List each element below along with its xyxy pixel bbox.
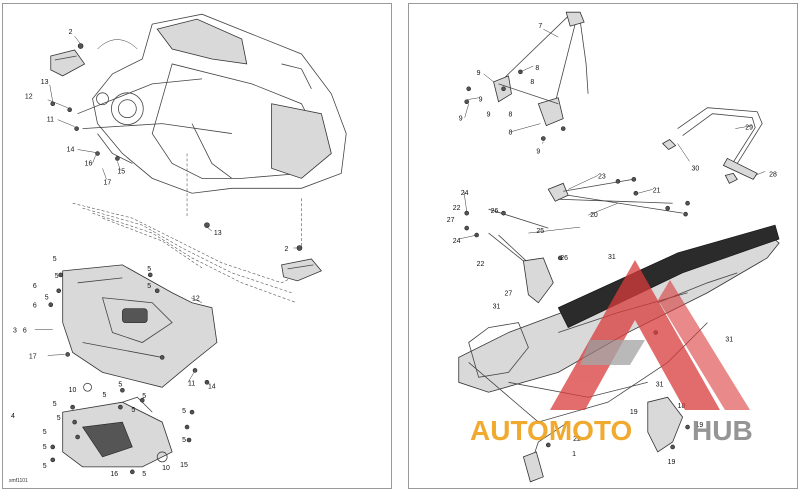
callout-17: 17	[29, 353, 37, 360]
callout-5: 5	[53, 256, 57, 263]
callout-labels: 2 13 12 11 14 16 15 17 13 2 5 5 5 5 6 5 …	[11, 29, 289, 478]
callout-8: 8	[530, 79, 534, 86]
callout-5: 5	[57, 415, 61, 422]
callout-20: 20	[590, 212, 598, 219]
fasteners-right	[464, 179, 690, 335]
callout-5: 5	[131, 407, 135, 414]
callout-22: 22	[477, 261, 485, 268]
callout-5: 5	[43, 463, 47, 470]
callout-2: 2	[285, 246, 289, 253]
callout-19: 19	[630, 409, 638, 416]
callout-11: 11	[188, 380, 195, 387]
callout-5: 5	[53, 401, 57, 408]
callout-22: 22	[573, 436, 581, 443]
left-exploded-diagram: 2 13 12 11 14 16 15 17 13 2 5 5 5 5 6 5 …	[11, 13, 347, 478]
callout-6: 6	[33, 303, 37, 310]
callout-9: 9	[479, 97, 483, 104]
callout-9: 9	[536, 148, 540, 155]
watermark-text-hub: HUB	[692, 415, 753, 446]
callout-5: 5	[43, 429, 47, 436]
callout-27: 27	[447, 217, 455, 224]
watermark-triangle-logo	[550, 260, 750, 410]
front-rods	[488, 177, 688, 304]
document-code: smf1101	[9, 478, 28, 484]
lower-bulkhead-plate	[62, 264, 218, 388]
callout-5: 5	[147, 283, 151, 290]
callout-5: 5	[102, 392, 106, 399]
callout-4: 4	[11, 413, 15, 420]
skid-plate-small-top	[50, 39, 138, 77]
callout-12: 12	[25, 94, 33, 101]
callout-5: 5	[45, 295, 49, 302]
callout-14: 14	[208, 383, 216, 390]
callout-1: 1	[572, 451, 576, 458]
callout-5: 5	[142, 393, 146, 400]
callout-10: 10	[69, 387, 77, 394]
callout-16: 16	[110, 471, 118, 478]
callout-6: 6	[23, 328, 27, 335]
callout-24: 24	[453, 238, 461, 245]
callout-8: 8	[508, 112, 512, 119]
skid-plate-small-right	[281, 258, 323, 282]
callout-labels-right: 7 9 8 8 9 8 9 9 9 8 29 30 28 23 21 24 22…	[447, 23, 777, 466]
diagram-panel-left: 2 13 12 11 14 16 15 17 13 2 5 5 5 5 6 5 …	[2, 3, 392, 489]
callout-8: 8	[508, 130, 512, 137]
callout-9: 9	[477, 70, 481, 77]
callout-24: 24	[461, 190, 469, 197]
callout-5: 5	[142, 471, 146, 478]
callout-25: 25	[536, 228, 544, 235]
watermark-text-automoto: AUTOMOTO	[470, 415, 632, 446]
fasteners	[48, 43, 303, 475]
callout-5: 5	[43, 444, 47, 451]
callout-19: 19	[696, 422, 704, 429]
leader-lines	[34, 35, 299, 384]
leader-lines-right	[458, 28, 766, 240]
callout-26: 26	[560, 255, 568, 262]
callout-5: 5	[147, 266, 151, 273]
assembly-guides	[72, 153, 302, 303]
callout-9: 9	[487, 112, 491, 119]
automotohub-watermark: AUTOMOTO HUB	[470, 260, 753, 446]
callout-11: 11	[47, 117, 54, 124]
grab-handle-assembly	[662, 107, 763, 184]
callout-31: 31	[493, 304, 501, 311]
callout-3: 3	[13, 328, 17, 335]
steering-column-frame	[464, 11, 589, 141]
callout-13: 13	[214, 230, 222, 237]
callout-31: 31	[608, 254, 616, 261]
callout-10: 10	[162, 465, 170, 472]
callout-5: 5	[182, 437, 186, 444]
callout-13: 13	[41, 79, 49, 86]
callout-7: 7	[538, 23, 542, 30]
callout-28: 28	[769, 171, 777, 178]
callout-14: 14	[67, 146, 75, 153]
callout-9: 9	[459, 116, 463, 123]
callout-15: 15	[117, 168, 125, 175]
callout-21: 21	[653, 187, 661, 194]
callout-27: 27	[505, 291, 513, 298]
callout-29: 29	[745, 125, 753, 132]
rear-hitch-bracket	[522, 396, 690, 483]
callout-23: 23	[598, 173, 606, 180]
callout-22: 22	[453, 205, 461, 212]
callout-15: 15	[180, 462, 188, 469]
frame-upper-assembly	[77, 13, 347, 194]
callout-19: 19	[668, 459, 676, 466]
callout-12: 12	[192, 296, 200, 303]
callout-31: 31	[725, 337, 733, 344]
callout-5: 5	[182, 408, 186, 415]
callout-17: 17	[103, 179, 111, 186]
callout-5: 5	[55, 273, 59, 280]
callout-16: 16	[85, 160, 93, 167]
callout-18: 18	[678, 403, 686, 410]
callout-31: 31	[656, 381, 664, 388]
callout-2: 2	[69, 29, 73, 36]
callout-8: 8	[535, 65, 539, 72]
callout-26: 26	[491, 208, 499, 215]
callout-5: 5	[118, 381, 122, 388]
callout-30: 30	[692, 165, 700, 172]
lower-bracket-assembly	[62, 382, 173, 468]
callout-6: 6	[33, 283, 37, 290]
